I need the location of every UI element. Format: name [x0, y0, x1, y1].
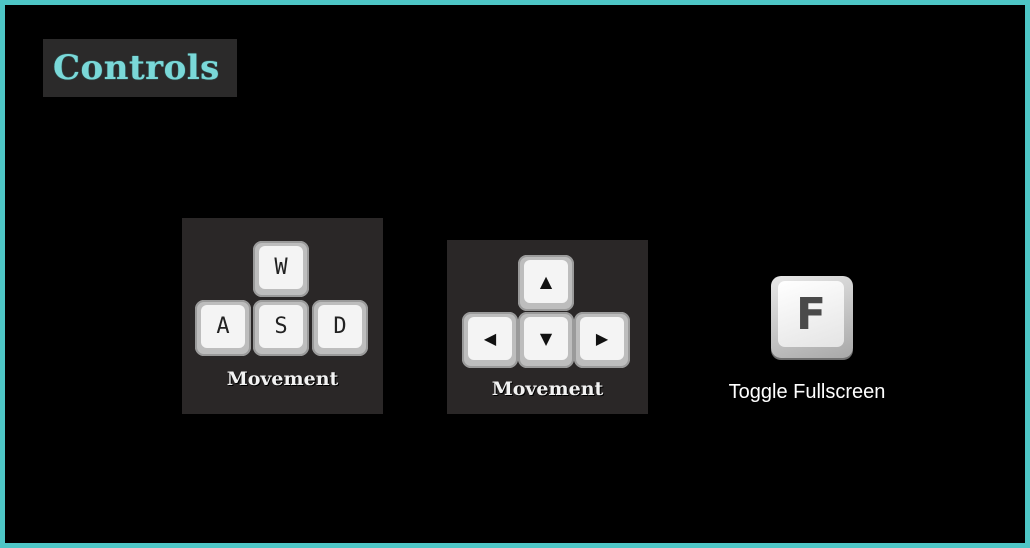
- wasd-movement-panel: W A S D Movement: [182, 218, 383, 414]
- key-f-glyph: F: [778, 281, 844, 347]
- arrow-left-icon: ◀: [483, 329, 497, 348]
- key-arrow-up: ▲: [518, 255, 574, 311]
- arrow-up-icon: ▲: [539, 272, 553, 291]
- key-arrow-down: ▼: [518, 312, 574, 368]
- key-w: W: [253, 241, 309, 297]
- key-a: A: [195, 300, 251, 356]
- arrow-keys-movement-panel: ▲ ◀ ▼ ▶ Movement: [447, 240, 648, 414]
- arrow-down-icon: ▼: [539, 329, 553, 348]
- wasd-movement-label: Movement: [226, 368, 339, 390]
- key-d: D: [312, 300, 368, 356]
- page-title: Controls: [53, 48, 220, 88]
- toggle-fullscreen-label: Toggle Fullscreen: [728, 381, 886, 403]
- title-banner: Controls: [43, 39, 237, 97]
- key-arrow-left: ◀: [462, 312, 518, 368]
- key-arrow-right: ▶: [574, 312, 630, 368]
- key-f: F: [771, 276, 853, 358]
- key-s: S: [253, 300, 309, 356]
- arrow-right-icon: ▶: [595, 329, 609, 348]
- arrow-keys-movement-label: Movement: [491, 378, 604, 400]
